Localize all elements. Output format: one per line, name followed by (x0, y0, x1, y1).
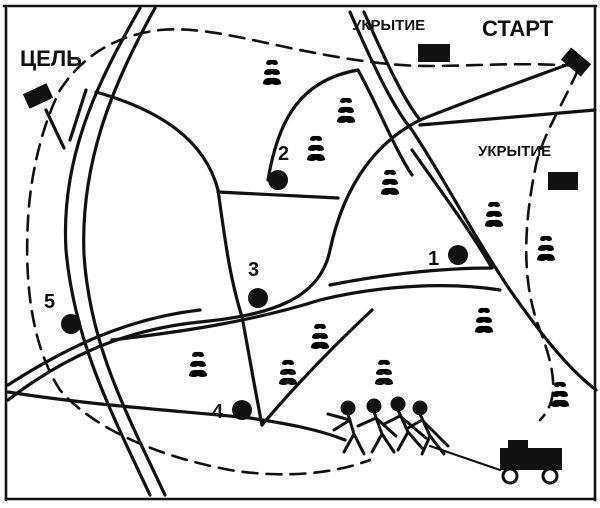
tree-icon (485, 200, 503, 228)
checkpoint-dot-icon-4 (232, 400, 252, 420)
runners-icon (326, 396, 501, 471)
shelter-label-top: УКРЫТИЕ (352, 17, 425, 34)
shelter-icon-top (418, 44, 450, 62)
goal-flag-icon (22, 83, 54, 109)
checkpoint-number-5: 5 (44, 291, 55, 313)
field-outline-mid (216, 188, 245, 322)
tree-icon (263, 58, 281, 86)
tree-icon (189, 350, 207, 378)
checkpoint-number-4: 4 (212, 401, 224, 423)
checkpoint-dot-icon-1 (448, 245, 468, 265)
road-south-west (241, 320, 264, 427)
checkpoint-dot-icon-5 (61, 314, 81, 334)
checkpoint-number-2: 2 (278, 143, 289, 165)
road-west-outer (63, 6, 152, 497)
road-west-inner (82, 6, 167, 497)
tree-icon (279, 358, 297, 386)
tree-icon (337, 96, 355, 124)
field-outline-top (94, 90, 220, 192)
checkpoint-number-1: 1 (428, 248, 439, 270)
road-south-forest (260, 308, 374, 427)
road-middle-north (6, 308, 202, 387)
checkpoint-dot-icon-3 (248, 288, 268, 308)
tree-icon (381, 168, 399, 196)
tree-icon (537, 234, 555, 262)
tree-icon (307, 134, 325, 162)
road-start-diagonal-2 (362, 10, 422, 122)
tree-icon (311, 322, 329, 350)
road-east (418, 108, 597, 127)
road-network (6, 6, 598, 497)
road-north-loop (266, 68, 414, 182)
road-triangle (328, 148, 494, 287)
road-south (110, 284, 502, 342)
checkpoint-dot-icon-2 (268, 170, 288, 190)
start-flag-icon (560, 47, 592, 77)
course-route (25, 28, 580, 476)
start-label: СТАРТ (482, 16, 554, 41)
goal-label: ЦЕЛЬ (20, 46, 82, 71)
road-middle-south (6, 58, 582, 402)
road-goal-branch-right (68, 88, 88, 142)
tree-icon (475, 306, 493, 334)
road-bottom (6, 390, 347, 442)
shelter-label-right: УКРЫТИЕ (478, 143, 551, 160)
road-goal-branch-left (44, 108, 66, 150)
checkpoint-number-3: 3 (248, 259, 259, 281)
truck-icon (500, 440, 562, 485)
shelter-icon-right (548, 172, 578, 190)
road-start-diagonal (348, 10, 598, 392)
field-outline-cross (216, 190, 340, 200)
tree-icon (375, 358, 393, 386)
